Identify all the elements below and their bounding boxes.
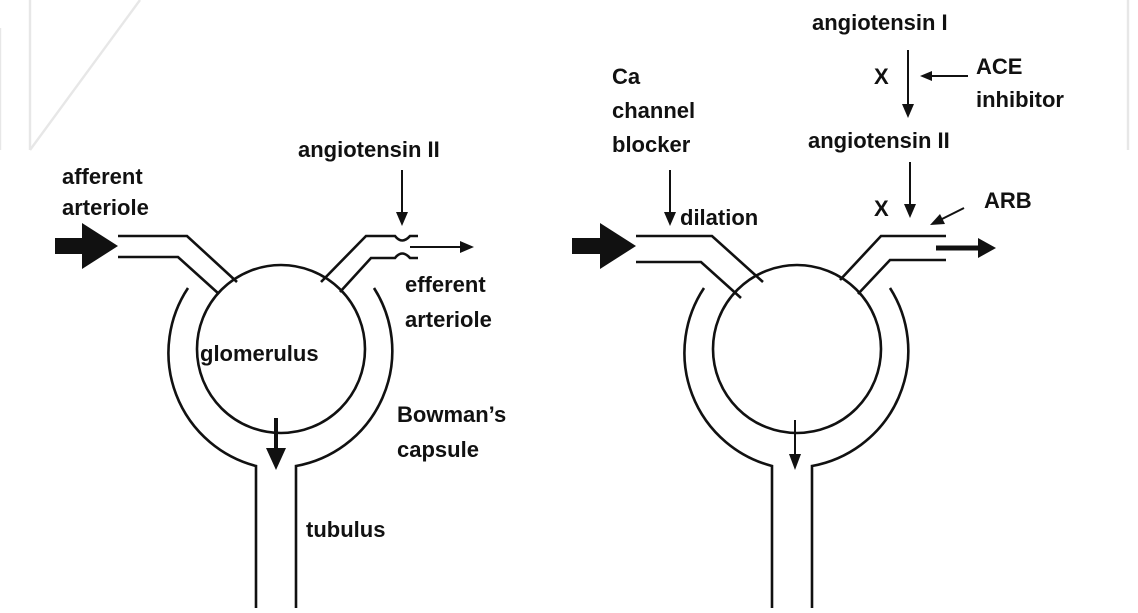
right-afferent-wall-upper [636, 236, 763, 282]
angiotensin-arrowhead [396, 212, 408, 226]
glomerulus-label: glomerulus [200, 341, 319, 366]
right-bowman-capsule-left [684, 288, 772, 608]
left-panel: afferent arteriole angiotensin II effere… [55, 137, 506, 608]
afferent-arteriole-wall-lower [118, 257, 219, 294]
watermark-mark-left [30, 0, 140, 150]
angiotensin-i-label: angiotensin I [812, 10, 948, 35]
ace-label-line1: ACE [976, 54, 1022, 79]
afferent-flow-arrow [55, 223, 118, 269]
capsule-label-line2: capsule [397, 437, 479, 462]
block-mark-ace: X [874, 64, 889, 89]
right-bowman-capsule-right [812, 288, 908, 608]
bowman-capsule-outer-right [296, 288, 392, 608]
ace-inhibitor-arrowhead [920, 71, 932, 81]
right-efferent-wall-lower [858, 260, 946, 294]
ca-blocker-arrowhead [664, 212, 676, 226]
angiotensin-ii-arrowhead [904, 204, 916, 218]
dilation-label: dilation [680, 205, 758, 230]
afferent-label-line1: afferent [62, 164, 143, 189]
angiotensin-ii-label: angiotensin II [298, 137, 440, 162]
filtration-arrowhead [266, 448, 286, 470]
ace-label-line2: inhibitor [976, 87, 1064, 112]
ca-label-line3: blocker [612, 132, 691, 157]
right-filtration-arrowhead [789, 454, 801, 470]
conversion-arrowhead [902, 104, 914, 118]
right-panel: angiotensin I X ACE inhibitor angiotensi… [572, 10, 1064, 608]
capsule-label-line1: Bowman’s [397, 402, 506, 427]
afferent-label-line2: arteriole [62, 195, 149, 220]
afferent-arteriole-wall-upper [118, 236, 237, 282]
arb-arrowhead [930, 214, 945, 225]
right-efferent-wall-upper [840, 236, 946, 280]
right-efferent-flow-arrowhead [978, 238, 996, 258]
right-afferent-wall-lower [636, 262, 741, 298]
ca-label-line1: Ca [612, 64, 641, 89]
block-mark-arb: X [874, 196, 889, 221]
bowman-capsule-outer [168, 288, 256, 608]
arb-label: ARB [984, 188, 1032, 213]
efferent-flow-arrowhead [460, 241, 474, 253]
ca-label-line2: channel [612, 98, 695, 123]
efferent-label-line2: arteriole [405, 307, 492, 332]
right-afferent-flow-arrow [572, 223, 636, 269]
right-glomerulus-circle [713, 265, 881, 433]
efferent-label-line1: efferent [405, 272, 486, 297]
tubulus-label: tubulus [306, 517, 385, 542]
arb-arrow-line [940, 208, 964, 220]
right-angiotensin-ii-label: angiotensin II [808, 128, 950, 153]
